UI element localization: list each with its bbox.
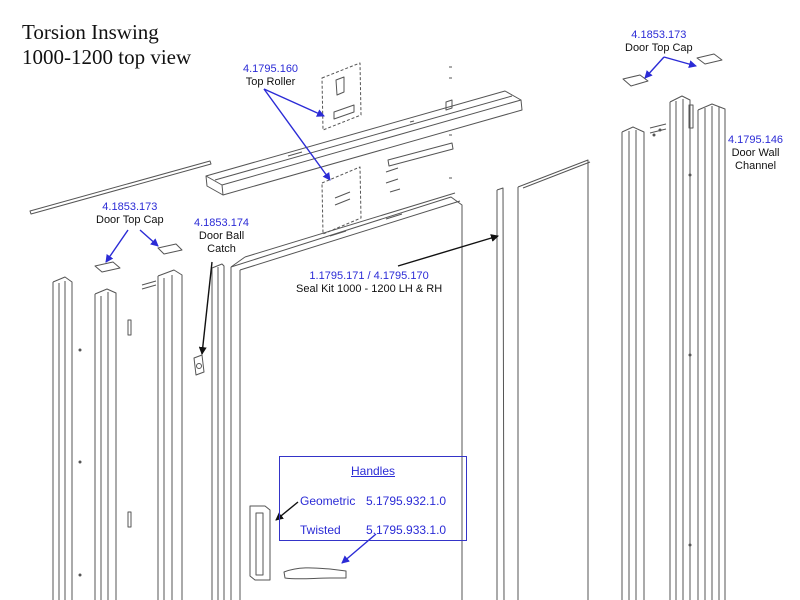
left-inner-channel xyxy=(94,288,132,600)
right-top-caps xyxy=(622,53,723,87)
door-ball-catch-name-2: Catch xyxy=(207,243,236,255)
handle-twisted-part-number: 5.1795.933.1.0 xyxy=(366,523,447,537)
handle-geometric-part-number: 5.1795.932.1.0 xyxy=(366,494,447,508)
door-wall-channel-name-1: Door Wall xyxy=(731,147,780,159)
diagram-title: Torsion Inswing 1000-1200 top view xyxy=(22,20,191,70)
fasteners xyxy=(385,66,454,193)
left-door-profile xyxy=(141,269,183,600)
door-panel xyxy=(230,192,463,600)
geometric-handle-part xyxy=(249,505,271,581)
left-wall-channel xyxy=(52,276,73,600)
door-wall-channel-name-2: Channel xyxy=(735,160,777,172)
callout-arrows xyxy=(105,56,697,564)
door-wall-channel-part-number: 4.1795.146 xyxy=(728,134,784,146)
top-rail xyxy=(205,90,523,196)
handles-box: Handles Geometric 5.1795.932.1.0 Twisted… xyxy=(279,456,467,541)
right-wall-channel-part xyxy=(669,95,726,600)
title-line-2: 1000-1200 top view xyxy=(22,45,192,69)
seal-kit-part-number: 1.1795.171 / 4.1795.170 xyxy=(309,270,429,282)
screw-dots xyxy=(78,128,692,577)
seal-kit-name: Seal Kit 1000 - 1200 LH & RH xyxy=(296,283,443,295)
door-ball-catch-name-1: Door Ball xyxy=(198,230,245,242)
ball-catch-part xyxy=(193,354,205,376)
handles-title: Handles xyxy=(350,464,396,478)
handle-twisted-name: Twisted xyxy=(300,523,341,537)
twisted-handle-part xyxy=(283,567,347,580)
top-seal-strip xyxy=(29,160,212,215)
door-top-cap-right-name: Door Top Cap xyxy=(625,42,693,54)
door-top-cap-left-part-number: 4.1853.173 xyxy=(102,201,158,213)
door-ball-catch-part-number: 4.1853.174 xyxy=(194,217,250,229)
door-wall-channel-label: 4.1795.146 Door Wall Channel xyxy=(728,134,783,173)
fixed-glass-panel xyxy=(517,159,591,600)
title-line-1: Torsion Inswing xyxy=(22,20,159,44)
left-top-caps xyxy=(94,243,183,273)
strike-profile xyxy=(211,263,225,600)
seal-strip-vertical xyxy=(496,187,505,600)
door-ball-catch-label: 4.1853.174 Door Ball Catch xyxy=(194,217,249,256)
handle-geometric-name: Geometric xyxy=(300,494,356,508)
door-top-cap-left-name: Door Top Cap xyxy=(96,214,164,226)
door-top-cap-left-label: 4.1853.173 Door Top Cap xyxy=(96,201,164,227)
top-roller-name: Top Roller xyxy=(245,76,296,88)
seal-kit-label: 1.1795.171 / 4.1795.170 Seal Kit 1000 - … xyxy=(296,270,442,296)
door-top-cap-right-part-number: 4.1853.173 xyxy=(631,29,687,41)
right-fixed-profile xyxy=(621,123,667,600)
top-roller-label: 4.1795.160 Top Roller xyxy=(243,63,298,89)
door-top-cap-right-label: 4.1853.173 Door Top Cap xyxy=(625,29,693,55)
top-roller-part-number: 4.1795.160 xyxy=(243,63,299,75)
